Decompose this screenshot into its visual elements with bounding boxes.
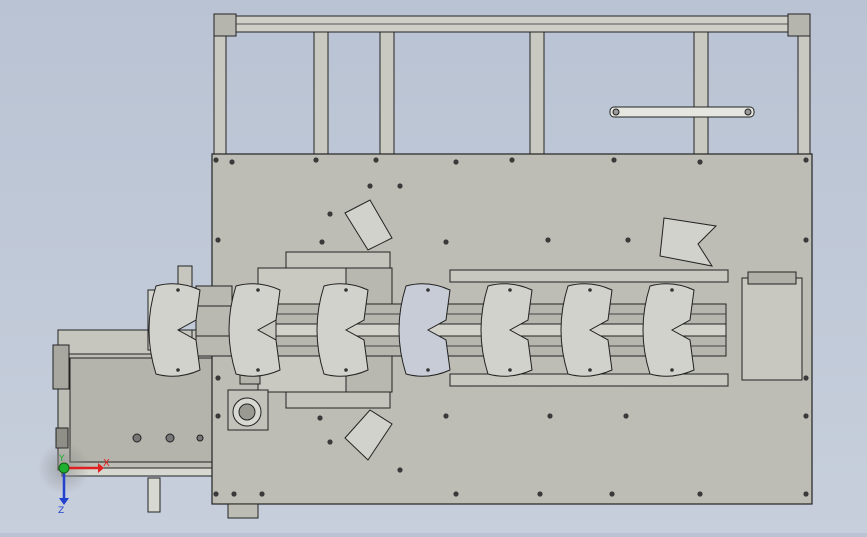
mounting-hole xyxy=(803,413,809,419)
conveyor-top-rail xyxy=(449,269,729,283)
z-axis-label: Z xyxy=(58,506,64,516)
conveyor-end-block xyxy=(741,277,803,381)
chevron-bracket xyxy=(659,217,718,267)
workpiece xyxy=(148,283,201,377)
workpiece-row xyxy=(148,283,695,377)
lower-fixtures xyxy=(227,369,269,431)
workpiece xyxy=(480,283,533,377)
left-housing-inner-panel xyxy=(69,357,213,463)
mounting-hole xyxy=(397,183,403,189)
mounting-hole xyxy=(317,415,323,421)
workpiece xyxy=(228,283,281,377)
frame-right-post xyxy=(797,15,811,155)
mounting-hole xyxy=(625,237,631,243)
workpiece xyxy=(642,283,695,377)
mounting-hole xyxy=(803,375,809,381)
frame-column-1 xyxy=(313,31,329,155)
frame-column-3 xyxy=(529,31,545,155)
base-plate-tab xyxy=(227,503,259,519)
mounting-hole xyxy=(453,491,459,497)
left-housing-clamp xyxy=(52,344,70,390)
mounting-hole xyxy=(213,491,219,497)
y-axis-dot xyxy=(58,462,70,474)
frame-crossbar xyxy=(609,106,755,118)
frame-left-post xyxy=(213,15,227,155)
mounting-hole xyxy=(313,157,319,163)
mounting-hole xyxy=(213,157,219,163)
mounting-hole xyxy=(453,159,459,165)
mounting-hole xyxy=(229,159,235,165)
mounting-hole xyxy=(547,413,553,419)
workpiece xyxy=(398,283,451,377)
mounting-hole xyxy=(327,211,333,217)
mounting-hole xyxy=(215,375,221,381)
carriage-bottom-bar xyxy=(285,391,391,409)
mounting-hole xyxy=(609,491,615,497)
mounting-hole xyxy=(545,237,551,243)
mounting-hole xyxy=(215,237,221,243)
mounting-hole xyxy=(443,413,449,419)
workpiece xyxy=(316,283,369,377)
mounting-hole xyxy=(231,491,237,497)
carriage-top-bar xyxy=(285,251,391,269)
mounting-hole xyxy=(611,157,617,163)
mounting-hole xyxy=(215,413,221,419)
mounting-hole xyxy=(803,491,809,497)
mounting-hole xyxy=(373,157,379,163)
mounting-hole xyxy=(397,467,403,473)
upper-frame xyxy=(213,13,811,155)
mounting-hole xyxy=(259,491,265,497)
frame-corner-right xyxy=(787,13,811,37)
frame-column-2 xyxy=(379,31,395,155)
pad-lower xyxy=(344,409,393,461)
mounting-hole xyxy=(623,413,629,419)
mounting-hole xyxy=(327,439,333,445)
mounting-hole xyxy=(443,239,449,245)
mounting-hole xyxy=(537,491,543,497)
y-axis-label: Y xyxy=(58,454,65,464)
gripper-body xyxy=(195,285,233,357)
conveyor-end-cap xyxy=(747,271,797,285)
mounting-hole xyxy=(803,157,809,163)
mounting-hole xyxy=(697,159,703,165)
pad-upper xyxy=(344,199,393,251)
workpiece xyxy=(560,283,613,377)
mounting-hole xyxy=(319,239,325,245)
mounting-hole xyxy=(509,157,515,163)
mounting-hole xyxy=(367,183,373,189)
frame-column-4 xyxy=(693,31,709,155)
left-housing-rod xyxy=(147,477,161,513)
frame-corner-left xyxy=(213,13,237,37)
coordinate-triad: X Y Z xyxy=(38,442,110,516)
mounting-hole xyxy=(803,237,809,243)
tilted-pads xyxy=(344,199,718,461)
x-axis-label: X xyxy=(103,458,110,469)
mounting-hole xyxy=(697,491,703,497)
